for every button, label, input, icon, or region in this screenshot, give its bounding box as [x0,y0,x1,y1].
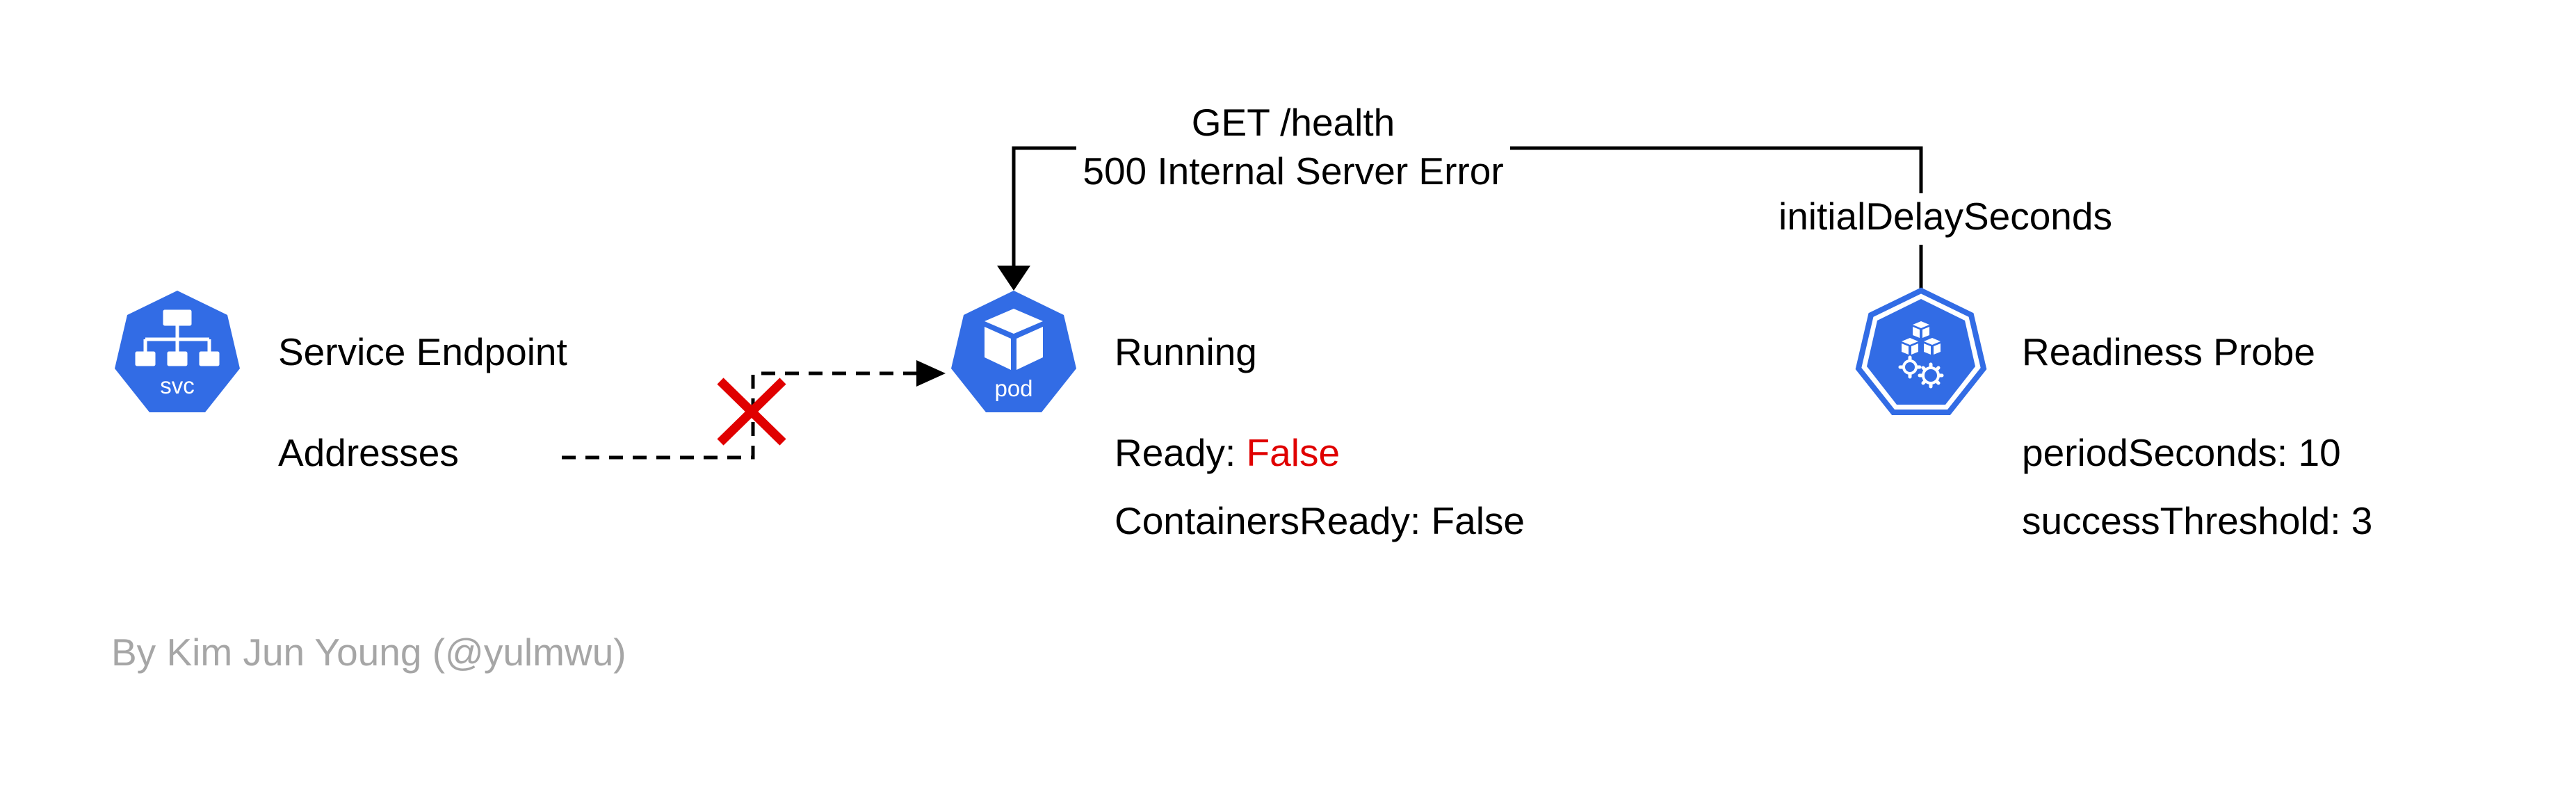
pod-containers-ready: ContainersReady: False [1115,499,1525,542]
probe-request-arrowhead [997,266,1030,291]
pod-cube-icon: pod [951,291,1076,412]
initial-delay-label: initialDelaySeconds [1779,195,2112,238]
pod-status-running: Running [1115,330,1257,373]
pod-icon-label: pod [994,375,1032,401]
kubelet-cubes-gear-icon [1855,287,1987,415]
request-method-path: GET /health [1192,101,1395,144]
response-status: 500 Internal Server Error [1083,149,1503,193]
readiness-probe-title: Readiness Probe [2022,330,2315,373]
author-credit: By Kim Jun Young (@yulmwu) [111,631,626,674]
probe-success-threshold: successThreshold: 3 [2022,499,2372,542]
svc-network-icon: svc [115,291,240,412]
request-label-mask [1076,99,1510,198]
initial-delay-label-mask [1772,193,2119,245]
endpoint-address-connector [562,371,925,460]
service-addresses-label: Addresses [278,431,459,474]
x-mark-icon [717,378,786,446]
service-endpoint-title: Service Endpoint [278,330,567,373]
pod-ready-value: False [1247,431,1340,474]
probe-period-seconds: periodSeconds: 10 [2022,431,2341,474]
svc-icon-label: svc [160,373,195,398]
endpoint-address-arrowhead [916,360,946,387]
pod-ready-label: Ready: [1115,431,1247,474]
pod-ready-condition: Ready: False [1115,431,1340,474]
